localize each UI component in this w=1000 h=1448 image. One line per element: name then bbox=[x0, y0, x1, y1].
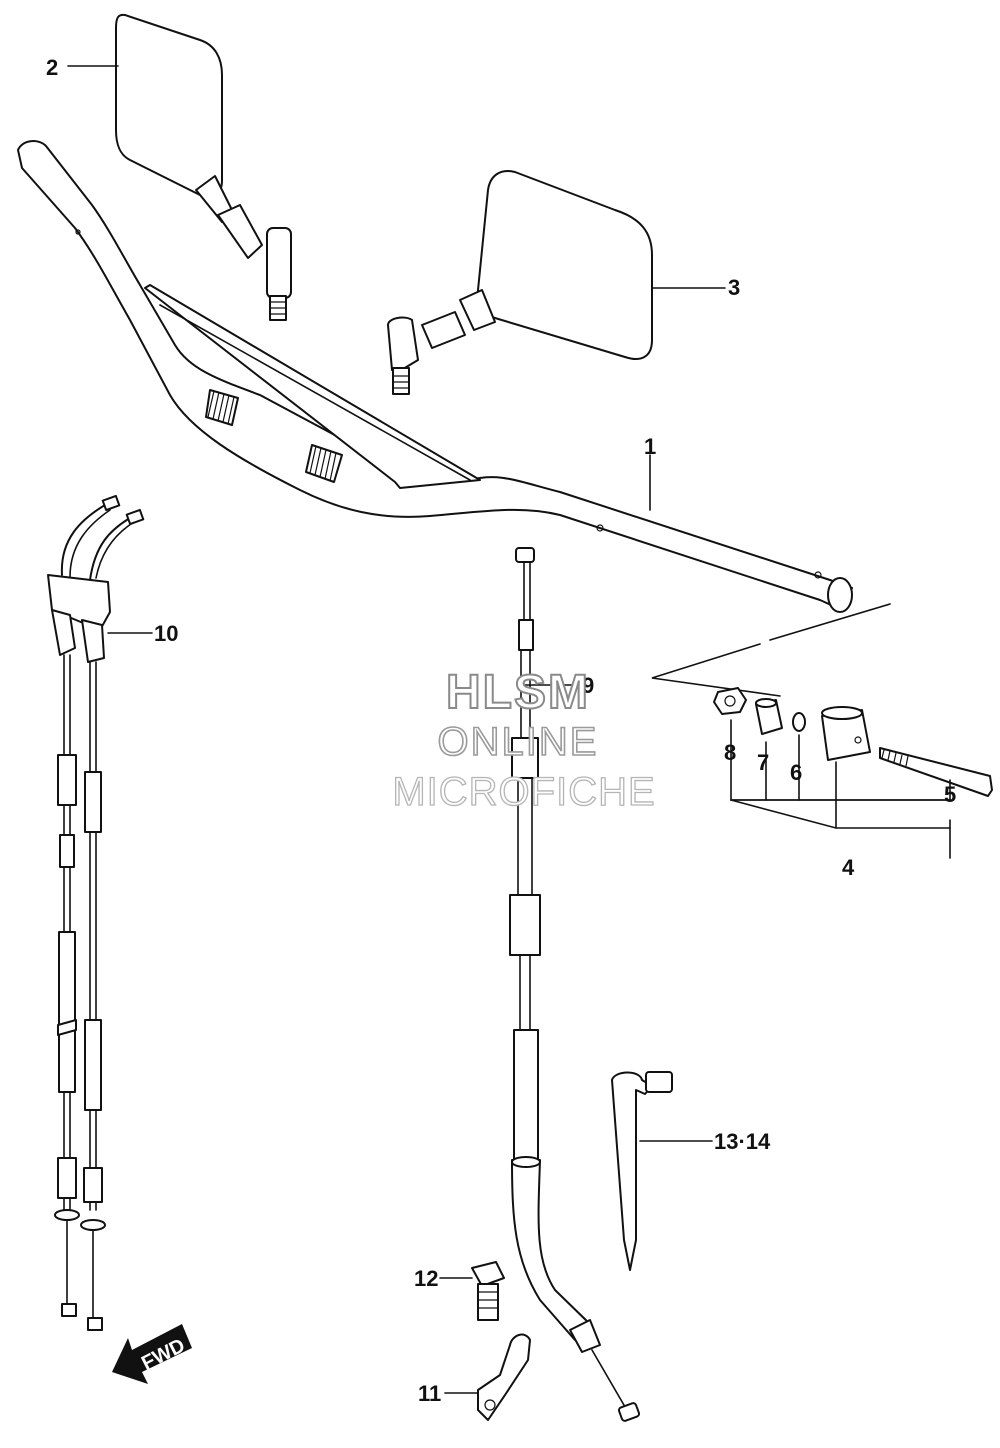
cable-tie[interactable] bbox=[611, 1071, 673, 1271]
bar-end-nut[interactable] bbox=[713, 687, 747, 715]
throttle-cables[interactable] bbox=[47, 494, 145, 1331]
callout-7: 7 bbox=[757, 750, 769, 775]
callout-1: 1 bbox=[644, 434, 656, 459]
clutch-cable[interactable] bbox=[509, 547, 641, 1422]
watermark: HLSM ONLINE MICROFICHE bbox=[392, 665, 656, 815]
callout-labels: 1 2 3 4 5 6 7 8 9 10 11 12 13·14 bbox=[46, 55, 956, 1406]
callout-12: 12 bbox=[414, 1266, 438, 1291]
knurl-left bbox=[205, 389, 239, 426]
watermark-line3: MICROFICHE bbox=[392, 770, 655, 814]
knurl-right bbox=[305, 444, 343, 483]
cable-clamp[interactable] bbox=[477, 1333, 531, 1421]
callout-13-14: 13·14 bbox=[714, 1129, 771, 1154]
callout-11: 11 bbox=[418, 1381, 441, 1406]
watermark-line2: ONLINE bbox=[438, 720, 599, 764]
bar-end-weight[interactable] bbox=[821, 706, 871, 761]
callout-10: 10 bbox=[154, 621, 178, 646]
mirror-right[interactable] bbox=[387, 170, 653, 395]
fwd-arrow: FWD bbox=[112, 1324, 192, 1384]
callout-8: 8 bbox=[724, 740, 736, 765]
callout-4: 4 bbox=[842, 855, 855, 880]
callout-9: 9 bbox=[582, 673, 594, 698]
callout-6: 6 bbox=[790, 760, 802, 785]
mirror-left[interactable] bbox=[115, 13, 292, 321]
callout-3: 3 bbox=[728, 275, 740, 300]
callout-2: 2 bbox=[46, 55, 58, 80]
bar-end-washer[interactable] bbox=[792, 712, 806, 732]
bar-end-screw[interactable] bbox=[879, 747, 993, 797]
bar-end-set bbox=[651, 603, 993, 859]
callout-5: 5 bbox=[944, 782, 956, 807]
clamp-bolt[interactable] bbox=[471, 1261, 505, 1321]
bar-end-collar[interactable] bbox=[755, 698, 783, 735]
leader-lines bbox=[67, 65, 726, 1394]
handlebar[interactable] bbox=[17, 140, 853, 613]
watermark-line1: HLSM bbox=[446, 666, 590, 719]
